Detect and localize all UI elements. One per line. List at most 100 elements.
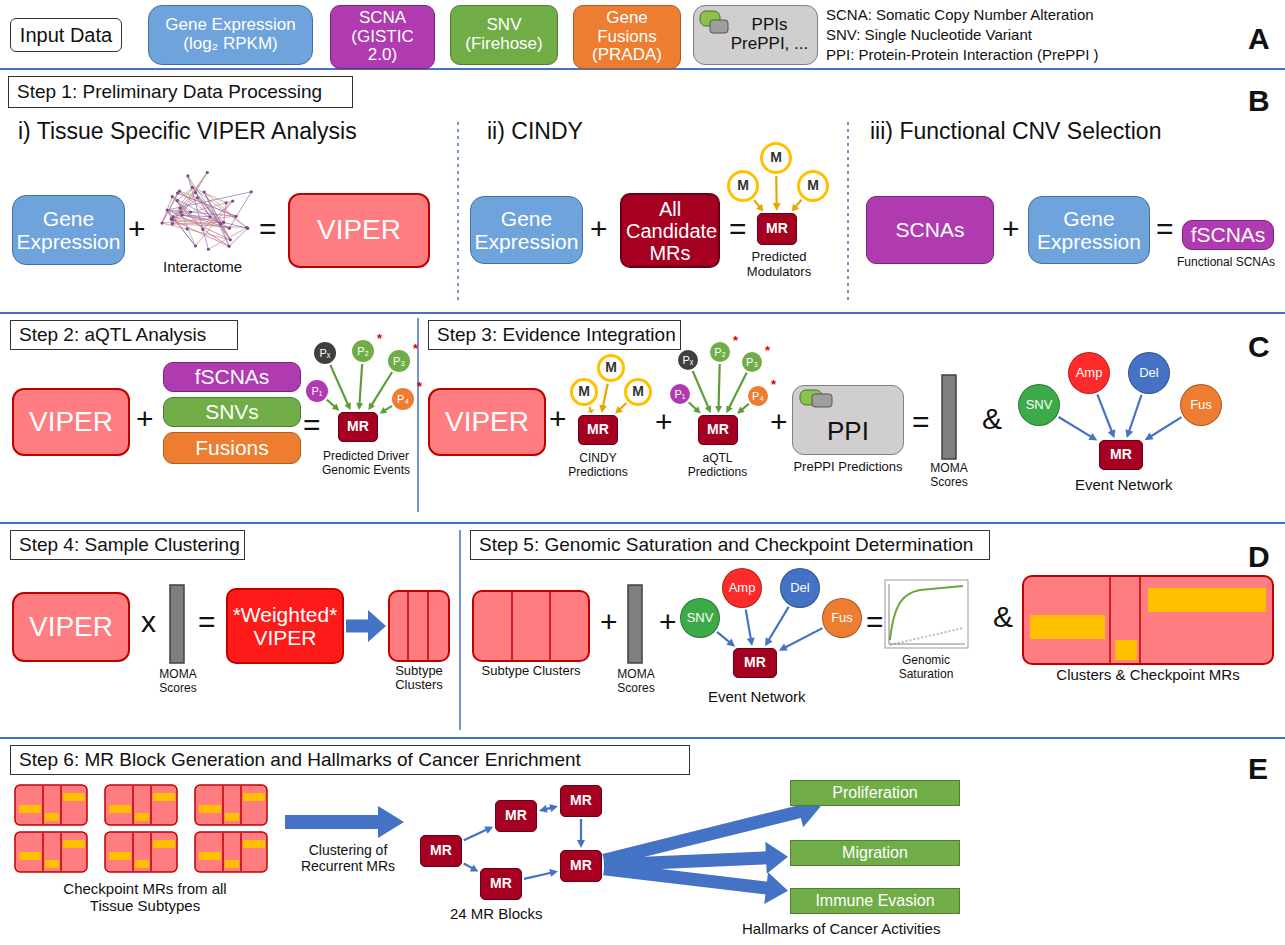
panel-letter: E [1248,752,1268,787]
interaction-edge [167,192,251,210]
node-label: VIPER [18,407,124,438]
connector-line [795,200,801,207]
interaction-edge [177,201,203,230]
arrow-head [1108,429,1115,438]
connector [368,372,392,410]
connector [330,365,351,410]
data-box: Gene Expression [12,195,125,265]
operator-sign: x [141,605,156,640]
operator-sign: + [136,402,154,437]
node-label: Fus [831,611,853,625]
connector [356,364,363,410]
connector-line [346,620,369,633]
interaction-edge [196,193,221,224]
caption-text: Functional SCNAs [1172,256,1280,270]
arrow-head [756,204,763,212]
caption-text: Genomic Saturation [880,654,972,682]
connector [524,869,558,879]
connector [380,406,392,414]
event-circle: SNV [680,598,720,638]
node-label: SCNA (GISTIC 2.0) [335,9,430,65]
interaction-node [207,248,210,251]
caption-text: Predicted Modulators [737,250,821,280]
connector-line [464,830,487,841]
connector [615,403,626,414]
node-label: SNV [1026,398,1053,412]
mr-box: MR [495,800,537,832]
node-label: P₄ [397,393,409,405]
data-box: SNVs [163,397,301,427]
mr-box: MR [698,415,738,445]
interaction-node [229,238,232,241]
event-circle: Amp [1068,352,1110,394]
operator-sign: = [1156,212,1174,247]
interaction-edge [181,212,196,246]
connector [1145,417,1182,440]
node-label: MR [505,808,527,823]
arrow-head [549,804,558,812]
mr-box: MR [560,785,602,817]
cluster-box: Subtype Clusters [472,590,590,662]
node-label: VIPER [294,215,424,246]
node-label: MR [707,422,729,437]
arrow-head [344,402,350,410]
node-label: Clusters & Checkpoint MRs [1028,667,1268,684]
connector-line [327,400,335,407]
interaction-node [206,171,209,174]
operator-sign: + [659,605,677,640]
arrow-head [332,403,340,410]
node-label: M [632,384,644,399]
node-label: SNVs [168,400,296,423]
node-label: Gene Expression [474,207,579,253]
mr-box: MR [420,835,462,867]
connector-line [785,628,822,647]
interactome-network [160,171,252,251]
connector [599,384,607,413]
arrow-head [792,204,799,212]
interaction-node [194,244,197,247]
node-label: Migration [795,844,955,862]
caption-text: MOMA Scores [605,668,667,696]
connector-line [1059,417,1092,437]
arrow-head [726,405,732,413]
node-label: All Candidate MRs [626,198,714,264]
node-label: Gene Expression [1032,207,1146,253]
operator-sign: + [549,402,567,437]
connector-line [464,864,473,869]
arrow-head [1088,433,1097,441]
hallmark-box: Proliferation [790,780,960,806]
data-box: Gene Fusions (PRADA) [573,5,681,69]
event-circle: P₄* [392,388,414,410]
node-label: Fusions [168,436,296,459]
cluster-box: Clusters & Checkpoint MRs [1022,575,1274,665]
interaction-edge [162,191,179,223]
step-header: Step 5: Genomic Saturation and Checkpoin… [470,530,990,560]
node-label: Pₓ [683,354,694,366]
interaction-node [171,215,174,218]
interaction-node [179,207,182,210]
step-header: Step 1: Preliminary Data Processing [8,76,353,108]
interaction-edge [181,198,197,212]
ppi-box: PPIs PrePPI, ... [693,5,818,65]
connector [779,628,823,651]
interaction-node [203,190,206,193]
interaction-edge [172,173,207,220]
node-label: Amp [1076,366,1103,380]
caption-text: PPI: Protein-Protein Interaction (PrePPI… [826,46,1099,63]
interaction-edge [192,187,230,239]
interaction-node [227,245,230,248]
node-label: Amp [729,581,756,595]
node-label: M [737,178,749,193]
connector [539,804,558,813]
connector-line [754,200,760,207]
interaction-node [179,210,182,213]
data-box: Gene Expression (log₂ RPKM) [148,5,313,65]
node-label: Subtype Clusters [471,664,591,678]
node-label: P₃ [746,356,758,368]
connector-line [719,364,720,407]
connector [346,610,386,642]
interaction-node [228,227,231,230]
connector-line [1151,417,1182,436]
event-circle: Amp [722,568,762,608]
node-label: P₂ [357,345,369,357]
